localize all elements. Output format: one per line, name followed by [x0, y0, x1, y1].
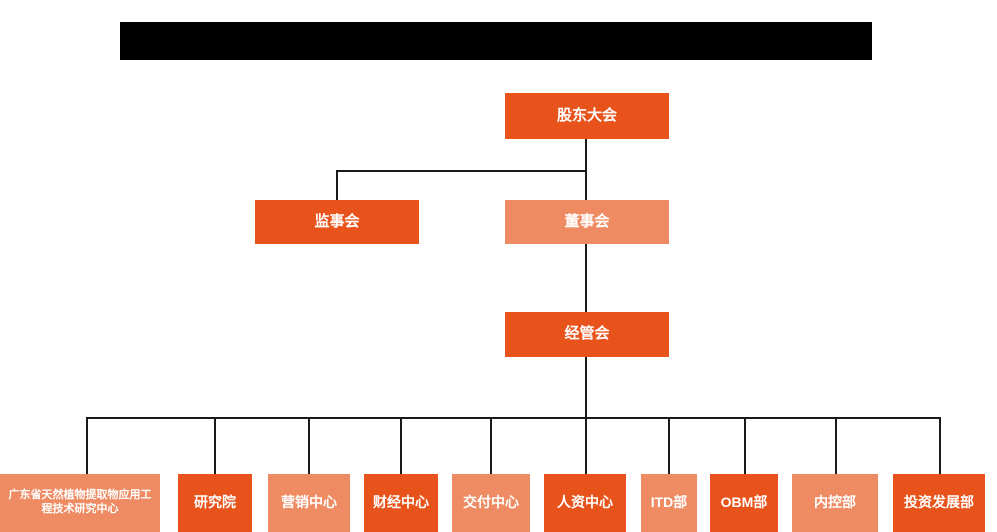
redacted-title-bar [120, 22, 872, 60]
connector-drop-obm [744, 417, 746, 474]
connector-drop-finance [400, 417, 402, 474]
connector-drop-internal-control [835, 417, 837, 474]
connector-management-down [585, 357, 587, 418]
connector-drop-marketing [308, 417, 310, 474]
node-department-finance[interactable]: 财经中心 [364, 474, 438, 532]
node-shareholders-meeting[interactable]: 股东大会 [505, 93, 669, 139]
connector-drop-delivery [490, 417, 492, 474]
connector-drop-hr [585, 417, 587, 474]
connector-board-down [585, 170, 587, 201]
connector-drop-research-center [86, 417, 88, 474]
node-supervisory-board[interactable]: 监事会 [255, 200, 419, 244]
connector-drop-institute [214, 417, 216, 474]
node-department-internal-control[interactable]: 内控部 [792, 474, 878, 532]
connector-board-management [585, 243, 587, 312]
node-department-itd[interactable]: ITD部 [641, 474, 697, 532]
connector-supervisory-down [336, 170, 338, 201]
node-department-obm[interactable]: OBM部 [710, 474, 778, 532]
node-department-research-center[interactable]: 广东省天然植物提取物应用工程技术研究中心 [0, 474, 160, 532]
connector-branch-bar [336, 170, 587, 172]
node-management-committee[interactable]: 经管会 [505, 312, 669, 357]
node-department-investment[interactable]: 投资发展部 [893, 474, 985, 532]
node-department-hr[interactable]: 人资中心 [544, 474, 626, 532]
node-department-marketing[interactable]: 营销中心 [268, 474, 350, 532]
connector-shareholders-down [585, 139, 587, 171]
connector-department-bus [86, 417, 940, 419]
node-board-of-directors[interactable]: 董事会 [505, 200, 669, 244]
connector-drop-itd [668, 417, 670, 474]
connector-drop-investment [939, 417, 941, 474]
node-department-institute[interactable]: 研究院 [178, 474, 252, 532]
node-department-delivery[interactable]: 交付中心 [452, 474, 530, 532]
